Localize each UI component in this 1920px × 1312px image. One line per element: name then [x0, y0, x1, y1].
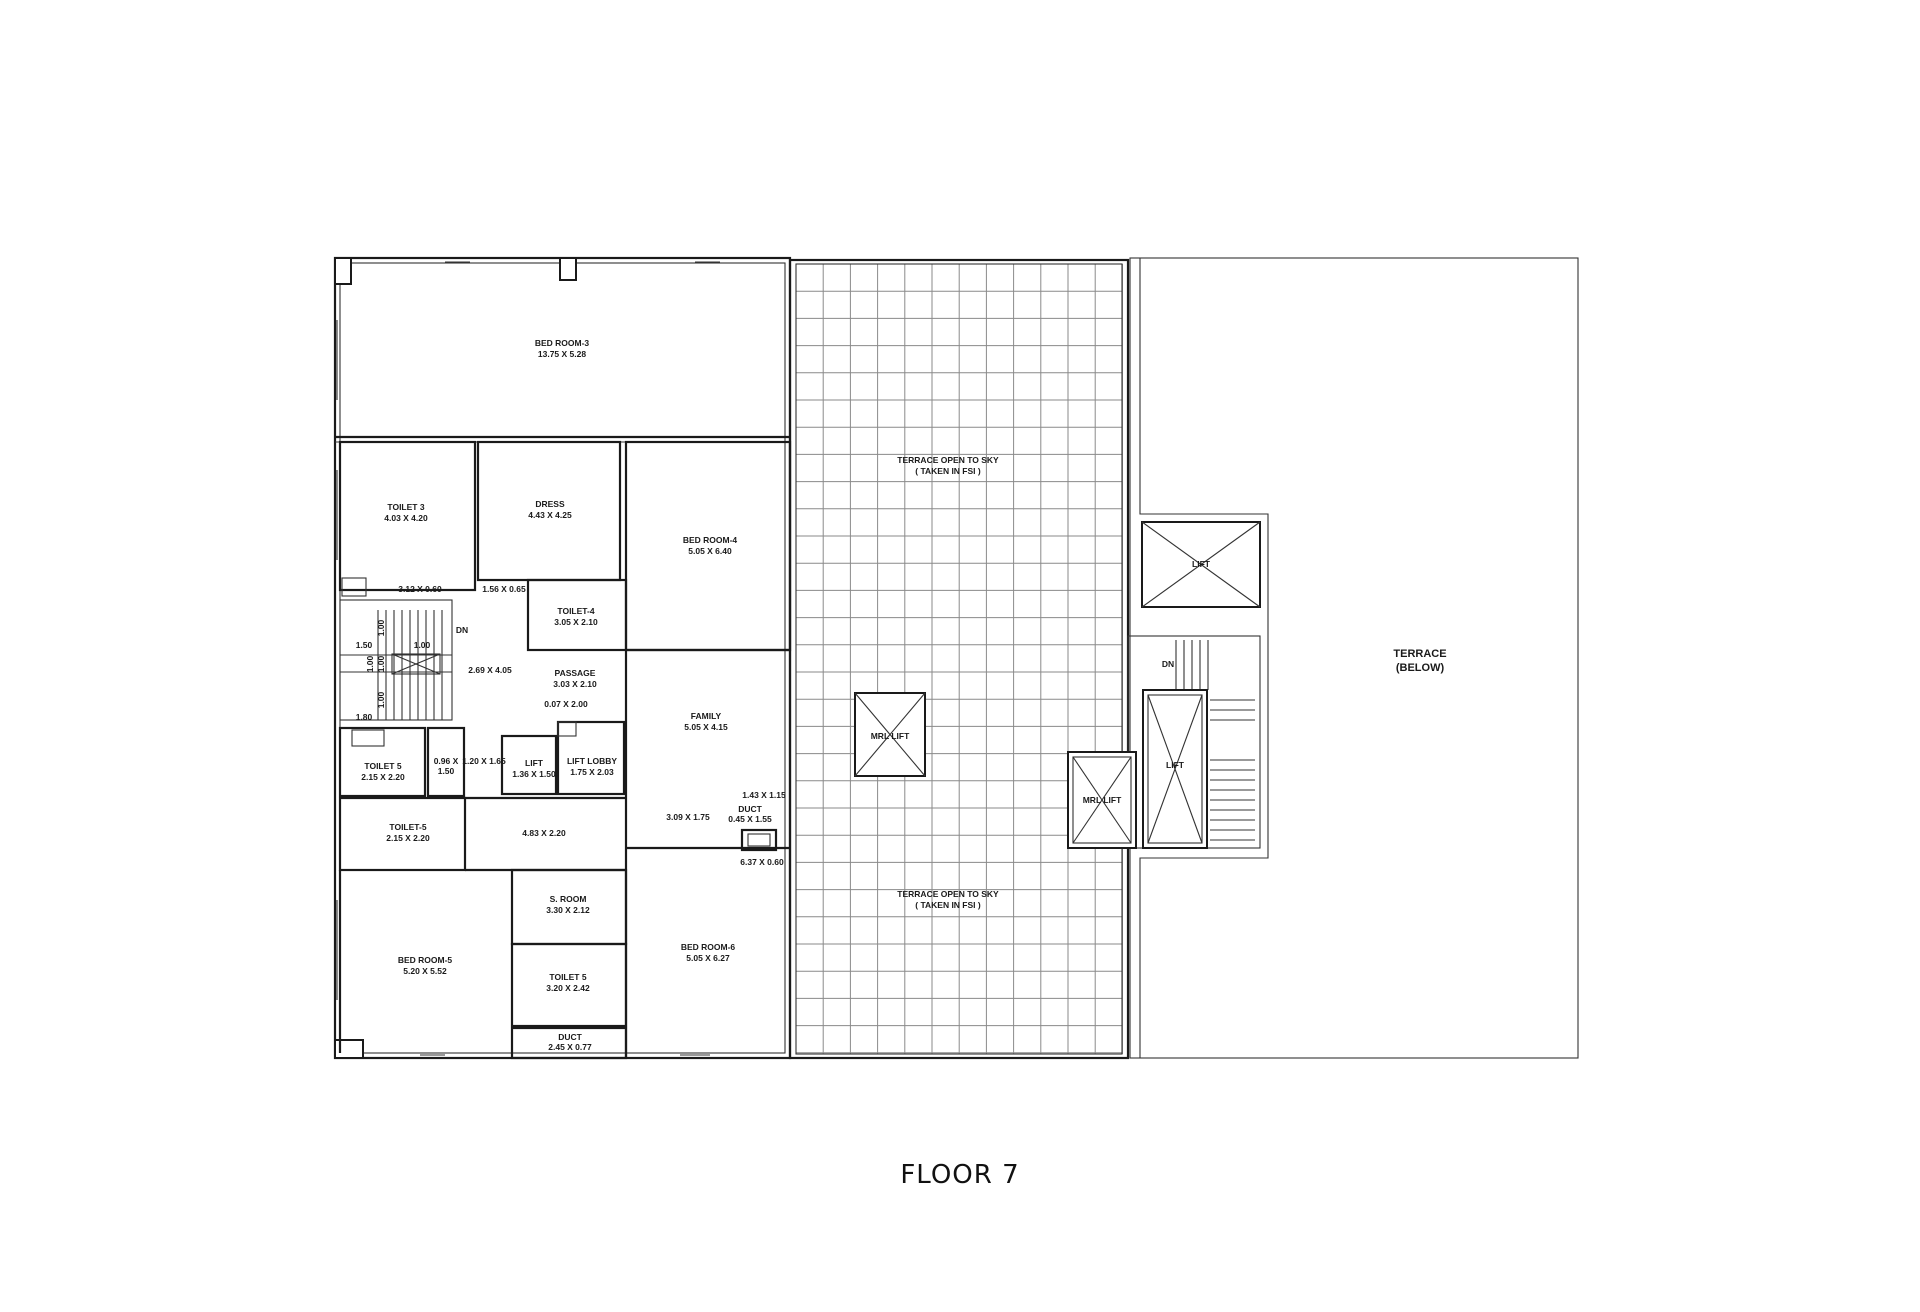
dim-label: 1.50: [438, 766, 455, 776]
lift-label: LIFT: [1192, 559, 1211, 569]
passage-name: PASSAGE: [555, 668, 596, 678]
stair-dim: 1.00: [376, 655, 386, 672]
terrace-below-edge: [1139, 258, 1269, 1058]
toilet5a-wall: [338, 726, 427, 798]
toilet5a-dim: 2.15 X 2.20: [361, 772, 405, 782]
toilet5a-name: TOILET 5: [364, 761, 401, 771]
duct2-dim: 2.45 X 0.77: [548, 1042, 592, 1052]
floor-title: FLOOR 7: [900, 1160, 1020, 1190]
terrace-below-label: TERRACE: [1393, 648, 1446, 660]
stair-dim: 1.00: [414, 640, 431, 650]
stair-right-treads: [1175, 640, 1255, 841]
toilet5a-shaft: [351, 729, 385, 747]
column: [334, 257, 352, 285]
windows: [336, 261, 720, 1056]
bedroom3-name: BED ROOM-3: [535, 338, 590, 348]
dress-name: DRESS: [535, 499, 565, 509]
dim-label: 0.96 X: [434, 756, 459, 766]
stair-dim: 1.50: [356, 640, 373, 650]
lift-name: LIFT: [525, 758, 544, 768]
lift-label: LIFT: [1166, 760, 1185, 770]
duct1-name: DUCT: [738, 804, 762, 814]
terrace-open-sublabel: ( TAKEN IN FSI ): [915, 900, 981, 910]
stair-well: [339, 599, 453, 721]
building-outline: [333, 256, 792, 1060]
mrl-lift-label: MRL LIFT: [1083, 795, 1122, 805]
bedroom6-dim: 5.05 X 6.27: [686, 953, 730, 963]
bedroom4-dim: 5.05 X 6.40: [688, 546, 732, 556]
stair-dn-label: DN: [456, 625, 468, 635]
mrl-lift-label: MRL LIFT: [871, 731, 910, 741]
duct1-dim: 0.45 X 1.55: [728, 814, 772, 824]
lift-lobby-notch: [557, 721, 577, 737]
stair-dim: 1.80: [356, 712, 373, 722]
toilet3-wall: [338, 440, 477, 592]
toilet5b-wall: [338, 796, 467, 872]
duct2-name: DUCT: [558, 1032, 582, 1042]
toilet5c-name: TOILET 5: [549, 972, 586, 982]
toilet4-dim: 3.05 X 2.10: [554, 617, 598, 627]
bedroom3-dim: 13.75 X 5.28: [538, 349, 586, 359]
stair-dn-label: DN: [1162, 659, 1174, 669]
duct2-wall: [510, 1026, 628, 1060]
dim-label: 1.56 X 0.65: [482, 584, 526, 594]
terrace-open-sublabel: ( TAKEN IN FSI ): [915, 466, 981, 476]
passage-dim: 3.03 X 2.10: [553, 679, 597, 689]
dim-label: 1.20 X 1.65: [462, 756, 506, 766]
column: [334, 1039, 364, 1059]
toilet5b-dim: 2.15 X 2.20: [386, 833, 430, 843]
terrace-grid: [795, 263, 1123, 1054]
toilet4-name: TOILET-4: [557, 606, 594, 616]
bedroom6-name: BED ROOM-6: [681, 942, 736, 952]
building-outline-inner: [339, 262, 786, 1054]
liftlobby-name: LIFT LOBBY: [567, 756, 617, 766]
stair-treads: [340, 610, 452, 720]
dim-label: 0.07 X 2.00: [544, 699, 588, 709]
lift-wall: [500, 734, 558, 796]
stair-dim: 1.00: [376, 691, 386, 708]
bedroom5-name: BED ROOM-5: [398, 955, 453, 965]
duct1-box: [740, 828, 778, 852]
stair-landing-box: [391, 653, 441, 675]
toilet5c-dim: 3.20 X 2.42: [546, 983, 590, 993]
bedroom5-dim: 5.20 X 5.52: [403, 966, 447, 976]
terrace-parapet: [795, 263, 1123, 1055]
dress-dim: 4.43 X 4.25: [528, 510, 572, 520]
dim-label: 1.43 X 1.15: [742, 790, 786, 800]
stair-dim: 1.00: [376, 619, 386, 636]
terrace-open-label: TERRACE OPEN TO SKY: [897, 455, 999, 465]
terrace-below: [1129, 257, 1579, 1059]
toilet3-name: TOILET 3: [387, 502, 424, 512]
family-dim: 5.05 X 4.15: [684, 722, 728, 732]
dim-label: 2.69 X 4.05: [468, 665, 512, 675]
family-name: FAMILY: [691, 711, 722, 721]
stair-dim: 1.00: [365, 655, 375, 672]
column: [559, 257, 577, 281]
lift-lobby-wall: [556, 720, 626, 796]
toilet3-shaft: [341, 577, 367, 597]
dim-label: 3.09 X 1.75: [666, 812, 710, 822]
terrace-below-sublabel: (BELOW): [1396, 662, 1445, 674]
toilet5c-wall: [510, 942, 628, 1028]
dim-label: 3.12 X 0.60: [398, 584, 442, 594]
terrace-open-label: TERRACE OPEN TO SKY: [897, 889, 999, 899]
toilet5b-name: TOILET-5: [389, 822, 426, 832]
dim-label: 6.37 X 0.60: [740, 857, 784, 867]
sroom-dim: 3.30 X 2.12: [546, 905, 590, 915]
toilet3-dim: 4.03 X 4.20: [384, 513, 428, 523]
sroom-name: S. ROOM: [550, 894, 587, 904]
bedroom4-name: BED ROOM-4: [683, 535, 738, 545]
small-room-wall: [426, 726, 466, 798]
dim-label: 4.83 X 2.20: [522, 828, 566, 838]
liftlobby-dim: 1.75 X 2.03: [570, 767, 614, 777]
lift-dim: 1.36 X 1.50: [512, 769, 556, 779]
